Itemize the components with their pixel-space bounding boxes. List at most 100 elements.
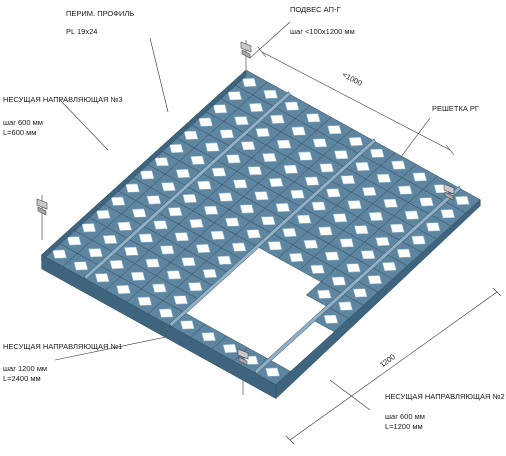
- grid-hole: [382, 261, 397, 272]
- grid-hole: [124, 246, 139, 256]
- grid-hole: [355, 161, 370, 172]
- grid-hole: [226, 154, 241, 164]
- grid-hole: [234, 116, 249, 126]
- grid-hole: [348, 136, 364, 147]
- grid-hole: [419, 197, 434, 207]
- grid-hole: [187, 282, 203, 292]
- grid-hole: [311, 201, 327, 211]
- grid-hole: [268, 177, 284, 188]
- perimeter-title: ПЕРИМ. ПРОФИЛЬ: [66, 9, 135, 18]
- grid-hole: [169, 143, 184, 154]
- grid-hole: [175, 168, 191, 179]
- grid-hole: [247, 166, 263, 176]
- grid-hole: [412, 172, 428, 182]
- grid-hole: [375, 236, 390, 247]
- grid-hole: [239, 204, 255, 214]
- grid-hole: [96, 209, 111, 220]
- grid-hole: [109, 259, 125, 270]
- grid-hole: [267, 241, 283, 251]
- grid-hole: [282, 227, 297, 238]
- grid-hole: [360, 250, 376, 260]
- grid-hole: [225, 217, 240, 227]
- grid-hole: [210, 230, 226, 240]
- grid-hole: [327, 125, 342, 135]
- grid-hole: [110, 196, 126, 206]
- grid-hole: [158, 308, 174, 318]
- grid-hole: [189, 218, 204, 229]
- grid-hole: [246, 229, 261, 239]
- grid-hole: [397, 185, 413, 195]
- grid-hole: [354, 225, 369, 235]
- grid-hole: [260, 216, 276, 226]
- grid-hole: [166, 270, 182, 280]
- grid-hole: [212, 104, 228, 114]
- grid-hole: [94, 273, 110, 283]
- grid-hole: [331, 276, 347, 286]
- grid-hole: [339, 238, 355, 248]
- grid-hole: [152, 283, 167, 293]
- carrier1-title: НЕСУЩАЯ НАПРАВЛЯЮЩАЯ №1: [3, 342, 123, 351]
- grid-hole: [102, 234, 118, 245]
- grid-hole: [404, 210, 420, 220]
- grid-hole: [411, 235, 426, 245]
- hanger-title: ПОДВЕС АП-Г: [290, 5, 341, 14]
- grid-hole: [154, 157, 170, 167]
- grid-hole: [88, 248, 103, 258]
- grid-hole: [455, 195, 470, 206]
- carrier2-step: шаг 600 мм: [385, 412, 425, 421]
- grid-hole: [161, 182, 176, 192]
- grid-hole: [332, 213, 348, 223]
- grid-hole: [440, 209, 456, 219]
- grid-hole: [130, 271, 146, 281]
- grid-hole: [231, 242, 247, 252]
- grid-hole: [137, 296, 153, 306]
- grid-hole: [125, 183, 140, 193]
- grid-hole: [242, 77, 257, 88]
- grid-hole: [367, 275, 383, 285]
- hanger-icon: [237, 348, 249, 366]
- grid-hole: [396, 248, 412, 258]
- grid-hole: [254, 191, 269, 201]
- grid-hole: [352, 288, 368, 298]
- grid-hole: [276, 139, 292, 149]
- grid-hole: [202, 268, 218, 279]
- dimension-line-top: [261, 51, 451, 151]
- grid-hole: [232, 179, 248, 189]
- grid-hole: [389, 223, 405, 233]
- grid-hole: [222, 343, 238, 354]
- grid-hole: [326, 188, 341, 198]
- grid-hole: [204, 142, 220, 152]
- grid-hole: [190, 155, 205, 165]
- grid-hole: [159, 245, 175, 255]
- hanger-icon: [443, 183, 455, 201]
- grid-hole: [284, 101, 300, 111]
- grid-hole: [304, 176, 320, 186]
- grid-hole: [198, 117, 213, 127]
- grid-hole: [298, 151, 313, 161]
- carrier-rail: [169, 138, 377, 327]
- grid-hole: [262, 152, 277, 163]
- grid-hole: [323, 314, 339, 324]
- grid-hole: [139, 170, 155, 180]
- grid-hole: [305, 113, 321, 123]
- grid-hole: [316, 289, 332, 299]
- carrier3-step: шаг 600 мм: [3, 118, 43, 127]
- carrier3-length: L=600 мм: [3, 128, 37, 137]
- leader-lines: [41, 21, 502, 445]
- perimeter-spec: PL 19x24: [66, 27, 98, 36]
- grid-hole: [211, 167, 227, 177]
- grid-hole: [219, 129, 235, 139]
- hanger-icon: [240, 41, 252, 59]
- grid-hole: [275, 202, 291, 213]
- grid-hole: [391, 160, 406, 170]
- grid-hole: [197, 180, 212, 190]
- grid-hole: [248, 102, 264, 113]
- hanger-icon: [36, 198, 48, 216]
- grid-hole: [240, 141, 256, 151]
- grid-hole: [52, 249, 67, 259]
- grid-title: РЕШЕТКА РГ: [432, 104, 479, 113]
- grid-hole: [376, 173, 392, 183]
- grid-hole: [296, 214, 312, 224]
- carrier1-length: L=2400 мм: [3, 374, 41, 383]
